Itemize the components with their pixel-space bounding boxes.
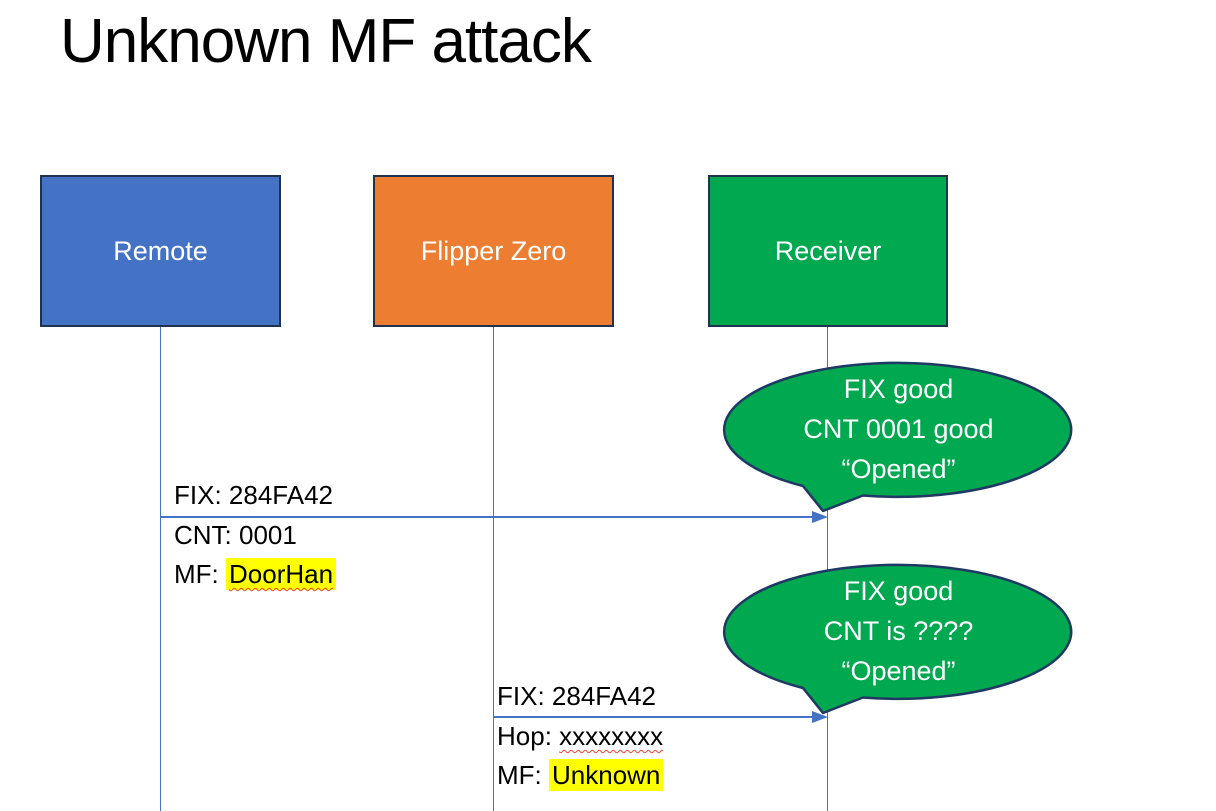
callout-bubble-2-shape — [722, 563, 1073, 715]
message2-line-hop: Hop: xxxxxxxx — [497, 721, 663, 752]
callout-bubble-1-shape — [722, 361, 1073, 513]
lifeline-remote — [159, 327, 161, 811]
message1-line-fix: FIX: 284FA42 — [174, 480, 333, 510]
callout-1-line-opened: “Opened” — [841, 454, 956, 484]
actor-box-flipper-zero: Flipper Zero — [373, 175, 614, 327]
callout-1-line-fix: FIX good — [843, 374, 954, 404]
callout-2-line-cnt: CNT is ???? — [823, 616, 974, 646]
actor-label-flipper-zero: Flipper Zero — [420, 235, 567, 266]
message2-mf-value-highlighted: Unknown — [549, 759, 664, 791]
message1-arrowhead-icon — [812, 511, 828, 523]
message1-line-mf: MF: DoorHan — [174, 558, 337, 590]
message2-arrowhead-icon — [812, 711, 828, 723]
lifeline-receiver — [826, 327, 828, 811]
callout-2-text: FIX good CNT is ???? “Opened” — [725, 571, 1072, 691]
actor-label-remote: Remote — [113, 235, 208, 266]
actor-label-receiver: Receiver — [774, 235, 882, 266]
lifeline-flipper-zero — [492, 327, 494, 811]
actor-box-remote: Remote — [40, 175, 281, 327]
slide-title: Unknown MF attack — [60, 7, 592, 76]
message1-line-cnt: CNT: 0001 — [174, 520, 297, 550]
callout-1-line-cnt: CNT 0001 good — [803, 414, 994, 444]
callout-2-line-fix: FIX good — [843, 576, 954, 606]
message2-line-fix: FIX: 284FA42 — [497, 681, 656, 711]
message2-hop-value-misspelled: xxxxxxxx — [559, 721, 664, 751]
callout-1-text: FIX good CNT 0001 good “Opened” — [725, 369, 1072, 489]
callout-bubble-1 — [722, 361, 1073, 513]
message2-mf-prefix: MF: — [497, 760, 549, 790]
actor-box-receiver: Receiver — [708, 175, 948, 327]
message2-line-mf: MF: Unknown — [497, 759, 664, 791]
callout-bubble-2 — [722, 563, 1073, 715]
callout-2-line-opened: “Opened” — [841, 656, 956, 686]
message1-mf-value-highlighted: DoorHan — [226, 558, 337, 590]
message1-arrow-line — [161, 516, 813, 518]
message2-arrow-line — [493, 716, 813, 718]
message1-mf-prefix: MF: — [174, 559, 226, 589]
message2-hop-prefix: Hop: — [497, 721, 560, 751]
